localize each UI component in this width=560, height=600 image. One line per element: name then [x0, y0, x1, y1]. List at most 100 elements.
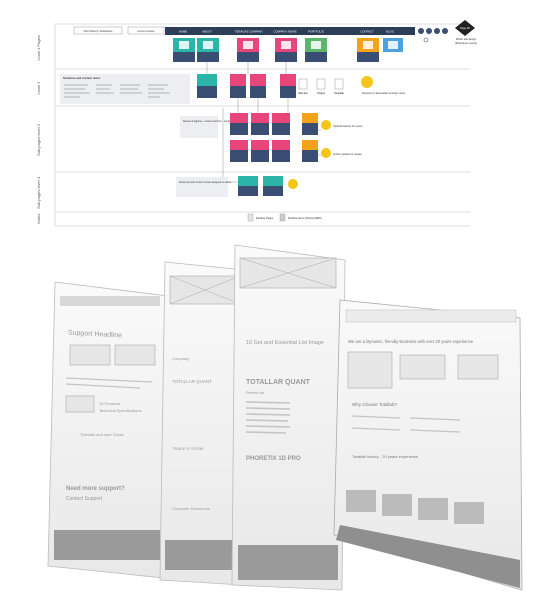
nav-item[interactable]: CONTACT [360, 30, 374, 34]
level3-card[interactable] [230, 113, 248, 123]
wireframe-line: PHORETIX 1D PRO [246, 456, 301, 462]
page-card-blog[interactable] [383, 38, 403, 52]
level3-card[interactable] [230, 140, 248, 150]
new-doc-label: Project [317, 92, 325, 95]
level2-card[interactable] [197, 86, 217, 98]
wireframe-heading: Support Headline [68, 330, 122, 340]
url-chip-text: http://[client] / wireframes [84, 29, 114, 33]
status-sub2: [Wireframe review] [455, 41, 477, 45]
callout-badge [321, 120, 331, 130]
level3-card[interactable] [251, 123, 269, 135]
url-chip [73, 26, 123, 35]
page-card-contact[interactable] [357, 38, 379, 62]
wireframe-line: Need more support? [66, 486, 125, 492]
callout-c: Further updates for release [333, 153, 363, 156]
connectors [206, 62, 321, 183]
level3-card[interactable] [302, 123, 318, 135]
level3-card[interactable] [251, 140, 269, 150]
facebook-icon[interactable] [418, 28, 424, 34]
page-card-home[interactable] [173, 38, 195, 62]
new-doc-label: Template [334, 92, 344, 95]
legend-label: Website Items (Priority/NEW) [288, 216, 322, 220]
lane-labels: Level 1 Pages Level 2 Sub-pages level 3 … [36, 35, 41, 224]
level4-cards [238, 176, 283, 196]
level3-card[interactable] [272, 140, 290, 150]
lane-label: Level 2 [36, 81, 41, 95]
callout-badge [288, 179, 298, 189]
wireframe-line: TOTALLAR QUANT [246, 379, 311, 386]
lane-label: Notes [36, 214, 41, 224]
wireframe-heading: We are a Dynamic, friendly Business with… [348, 339, 474, 344]
sitemap-diagram: Level 1 Pages Level 2 Sub-pages level 3 … [36, 20, 477, 227]
level4-card[interactable] [238, 176, 258, 186]
level2-card[interactable] [230, 74, 246, 86]
page-card-news[interactable] [275, 38, 297, 62]
status-sub1: Whole site design [456, 37, 477, 41]
wireframe-page: We are a Dynamic, friendly Business with… [333, 299, 523, 591]
lane-label: Level 1 Pages [36, 35, 41, 60]
document-icon [298, 78, 308, 90]
level3-cards [230, 113, 318, 162]
structure-notes-lines [64, 84, 170, 98]
wireframe-line: TRADE SYSTEM [172, 446, 203, 451]
lane-label: Sub-pages level 4 [36, 176, 41, 209]
level3-card[interactable] [272, 150, 290, 162]
wireframe-line: Perfect for [246, 390, 265, 395]
level3-card[interactable] [302, 113, 318, 123]
search-icon[interactable] [423, 37, 429, 43]
nav-item[interactable]: ABOUT [202, 30, 212, 34]
status-diamond [455, 20, 475, 36]
wireframe-line: Computer Resources [172, 506, 210, 511]
level3-card[interactable] [272, 123, 290, 135]
legend-swatch [247, 213, 254, 222]
twitter-icon[interactable] [426, 28, 432, 34]
social-icons [418, 28, 448, 43]
nav-item[interactable]: HOME [179, 30, 188, 34]
level2-card[interactable] [250, 74, 266, 86]
level4-card[interactable] [238, 186, 258, 196]
level3-card[interactable] [230, 123, 248, 135]
wireframe-page: 10 Get and Essential List Image TOTALLAR… [231, 244, 346, 591]
callout-a: Required on deliverables & design notes [362, 92, 406, 95]
level3-card[interactable] [272, 113, 290, 123]
l3-note: Review & approve - content sections - te… [183, 120, 235, 123]
nav-bar [165, 27, 415, 35]
level3-card[interactable] [251, 150, 269, 162]
document-icon [334, 78, 344, 90]
wireframe-heading: TOTALLAR QUANT [172, 379, 212, 384]
l4-note-box [176, 177, 228, 197]
level2-card[interactable] [230, 86, 246, 98]
level3-card[interactable] [302, 140, 318, 150]
nav-item[interactable]: BLOG [386, 30, 394, 34]
level4-card[interactable] [263, 176, 283, 186]
level2-card[interactable] [197, 74, 217, 86]
level4-card[interactable] [263, 186, 283, 196]
lane-label: Sub-pages level 3 [36, 123, 41, 156]
page-card-teragas[interactable] [237, 38, 259, 62]
nav-item[interactable]: TERAGAS COMPANY [235, 30, 263, 34]
level2-cards [197, 74, 296, 98]
level3-card[interactable] [302, 150, 318, 162]
level2-card[interactable] [280, 86, 296, 98]
page-card-portfolio[interactable] [305, 38, 327, 62]
l4-note: Article and sub-content review assigned … [179, 181, 231, 184]
linkedin-icon[interactable] [434, 28, 440, 34]
youtube-icon[interactable] [442, 28, 448, 34]
level2-card[interactable] [280, 74, 296, 86]
new-doc-label: New doc [298, 92, 308, 95]
wireframe-line: Company [172, 356, 189, 361]
wireframe-line: Tutorials and user Guide [80, 432, 124, 437]
level3-card[interactable] [251, 113, 269, 123]
level3-card[interactable] [230, 150, 248, 162]
wireframe-heading: 10 Get and Essential List Image [246, 340, 324, 346]
nav-item[interactable]: PORTFOLIO [308, 30, 325, 34]
wireframe-stack: Support Headline 10 Products Technical S… [47, 244, 523, 591]
version-chip-text: current version [137, 29, 155, 33]
nav-item[interactable]: COMPANY NEWS [273, 30, 296, 34]
level2-card[interactable] [250, 86, 266, 98]
wireframe-line: Why Choose Totallab? [352, 402, 397, 407]
page-card-about[interactable] [197, 38, 219, 62]
wireframe-page: Support Headline 10 Products Technical S… [47, 281, 169, 579]
legend-label: Existing Pages [256, 216, 274, 220]
wireframe-page: TOTALLAR QUANT Company TRADE SYSTEM Comp… [159, 261, 246, 586]
